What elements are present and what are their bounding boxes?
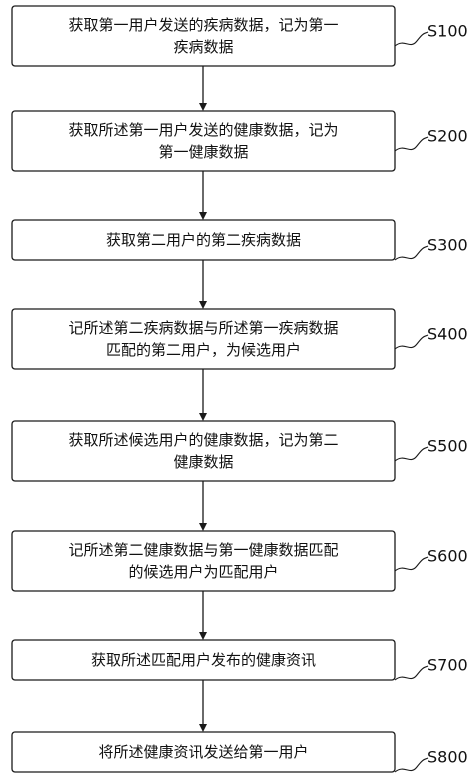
flow-arrows — [199, 66, 207, 732]
step-text-line: 疾病数据 — [173, 38, 233, 56]
step-leader-line — [394, 136, 429, 152]
step-label: S800 — [427, 748, 468, 767]
step-text-line: 记所述第二健康数据与第一健康数据匹配 — [68, 541, 338, 559]
step-box — [11, 731, 396, 773]
step-text-line: 获取所述第一用户发送的健康数据，记为 — [68, 121, 338, 139]
step-label: S700 — [427, 656, 468, 675]
flow-arrow — [199, 591, 207, 640]
step-text-line: 记所述第二疾病数据与所述第一疾病数据 — [68, 319, 338, 337]
arrow-head — [199, 632, 207, 640]
flow-arrow — [199, 680, 207, 732]
step-leader-line — [394, 757, 429, 773]
step-leader-line — [394, 245, 429, 261]
step-leader-line — [394, 665, 429, 681]
arrow-head — [199, 724, 207, 732]
step-text-line: 匹配的第二用户，为候选用户 — [106, 341, 301, 359]
step-leader-line — [394, 31, 429, 47]
step-label: S100 — [427, 22, 468, 41]
step-label: S600 — [427, 547, 468, 566]
step-leader-line — [394, 556, 429, 572]
step-text-line: 的候选用户为匹配用户 — [128, 563, 278, 581]
step-box — [11, 5, 396, 67]
step-label: S400 — [427, 325, 468, 344]
step-box — [11, 308, 396, 370]
step-s700: 获取所述匹配用户发布的健康资讯 S700 — [11, 639, 468, 681]
arrow-head — [199, 301, 207, 309]
flow-arrow — [199, 260, 207, 309]
step-label: S500 — [427, 437, 468, 456]
step-leader-line — [394, 446, 429, 462]
step-text-line: 获取第二用户的第二疾病数据 — [106, 231, 301, 249]
flow-arrow — [199, 369, 207, 421]
step-box — [11, 110, 396, 172]
step-box — [11, 420, 396, 482]
step-leader-line — [394, 334, 429, 350]
step-box — [11, 219, 396, 261]
flow-arrow — [199, 481, 207, 531]
step-text-line: 将所述健康资讯发送给第一用户 — [98, 743, 308, 761]
step-s300: 获取第二用户的第二疾病数据 S300 — [11, 219, 468, 261]
arrow-head — [199, 413, 207, 421]
step-text-line: 获取第一用户发送的疾病数据，记为第一 — [68, 16, 338, 34]
step-text-line: 第一健康数据 — [158, 143, 248, 161]
step-text-line: 获取所述候选用户的健康数据，记为第二 — [68, 431, 338, 449]
step-text-line: 获取所述匹配用户发布的健康资讯 — [91, 651, 316, 669]
arrow-head — [199, 103, 207, 111]
flow-arrow — [199, 171, 207, 220]
flow-arrow — [199, 66, 207, 111]
step-text-line: 健康数据 — [173, 453, 233, 471]
step-s800: 将所述健康资讯发送给第一用户 S800 — [11, 731, 468, 773]
arrow-head — [199, 212, 207, 220]
arrow-head — [199, 523, 207, 531]
step-label: S200 — [427, 127, 468, 146]
step-box — [11, 530, 396, 592]
step-label: S300 — [427, 236, 468, 255]
step-box — [11, 639, 396, 681]
